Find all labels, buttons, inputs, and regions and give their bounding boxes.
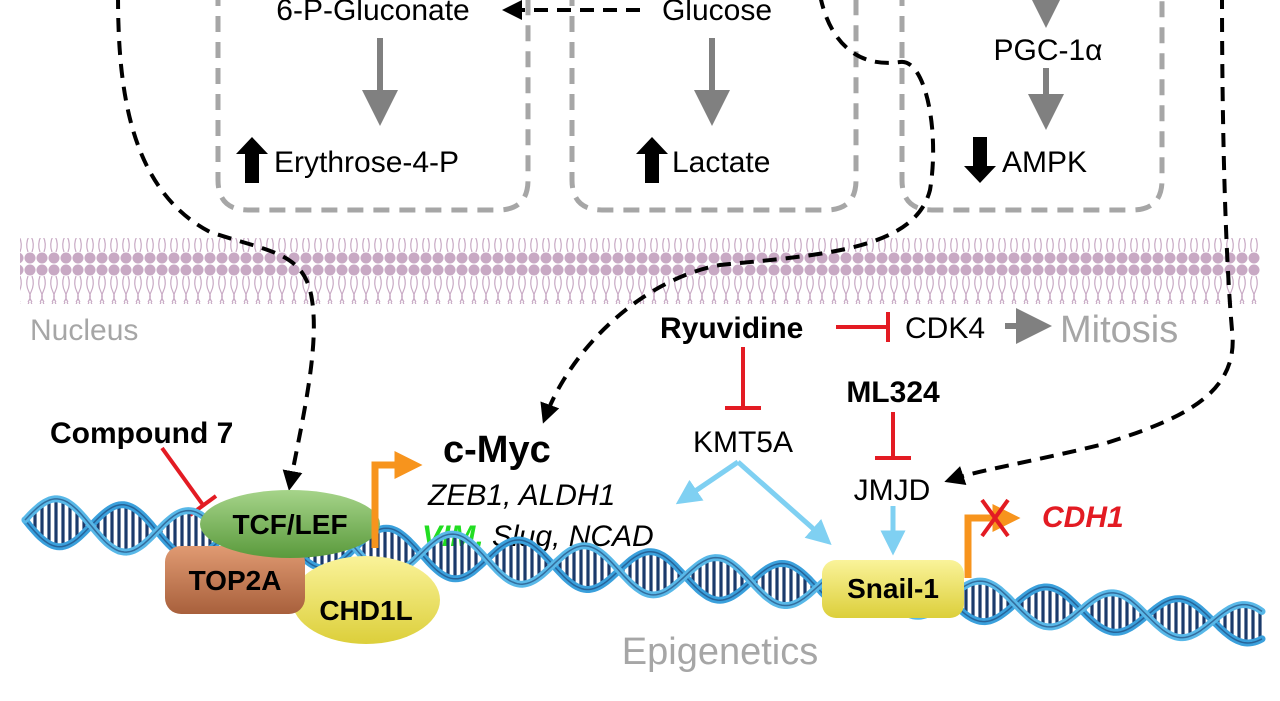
- chd1l-protein: [292, 556, 440, 644]
- ryuvidine-label: Ryuvidine: [660, 312, 803, 345]
- cmyc-label: c-Myc: [443, 429, 551, 471]
- lactate-label: Lactate: [672, 146, 770, 179]
- tcf-lef-label: TCF/LEF: [232, 509, 347, 540]
- nuclear-membrane: [20, 238, 1260, 304]
- kmt5a-label: KMT5A: [693, 426, 793, 459]
- top2a-label: TOP2A: [189, 565, 282, 596]
- top2a-protein: [165, 546, 305, 614]
- cdk4-label: CDK4: [905, 312, 985, 345]
- cmyc-transcription-arrow: [371, 451, 423, 548]
- snail1-label: Snail-1: [847, 573, 939, 604]
- tcf-lef-protein: [200, 490, 380, 558]
- down-arrow-icon: [964, 137, 996, 183]
- ampk-label: AMPK: [1002, 146, 1087, 179]
- mito-box: [899, 0, 1165, 213]
- glycolysis-to-cmyc-dashed-arrow: [540, 0, 936, 424]
- jmjd-label: JMJD: [854, 474, 931, 507]
- ppp-box: [215, 0, 531, 213]
- epigenetics-label: Epigenetics: [622, 631, 818, 673]
- compound7-label: Compound 7: [50, 417, 233, 450]
- glycolysis-box: [569, 0, 859, 213]
- ml324-label: ML324: [846, 376, 940, 409]
- chd1l-label: CHD1L: [319, 595, 412, 626]
- cdh1-label: CDH1: [1042, 501, 1124, 534]
- compound7-inhibit-line: [160, 446, 205, 507]
- nucleus-label: Nucleus: [30, 314, 138, 347]
- kmt5a-to-snail-arrow: [736, 460, 832, 545]
- mito-to-jmjd-dashed-arrow: [944, 0, 1235, 486]
- ppp-to-tcf-dashed-arrow: [116, 0, 316, 491]
- kmt5a-to-genes-arrow: [675, 459, 740, 505]
- pgc-label: PGC-1α: [993, 34, 1102, 67]
- x-block-icon: [980, 498, 1010, 538]
- mitosis-label: Mitosis: [1060, 309, 1178, 351]
- glucose-label: Glucose: [662, 0, 772, 27]
- up-arrow-icon: [636, 137, 668, 183]
- gluconate-label: 6-P-Gluconate: [276, 0, 469, 27]
- snail1-protein: [822, 560, 964, 618]
- erythrose-label: Erythrose-4-P: [274, 146, 459, 179]
- genes-line1: ZEB1, ALDH1: [427, 479, 615, 512]
- up-arrow-icon: [236, 137, 268, 183]
